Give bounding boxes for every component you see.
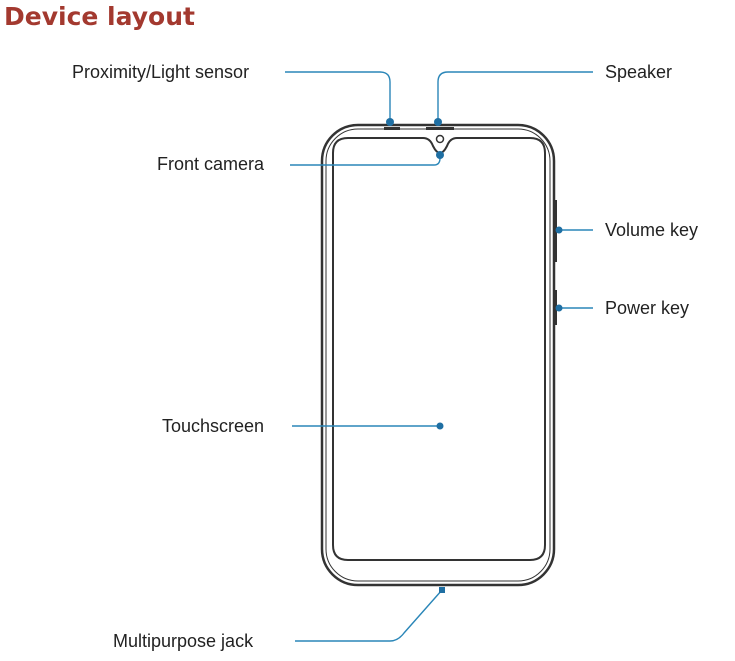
power-dot [555,304,563,312]
label-touchscreen: Touchscreen [162,416,264,436]
phone-outline [320,123,557,587]
volume-dot [555,226,563,234]
jack-dot [439,587,445,593]
page-title: Device layout [4,2,195,31]
proximity-sensor-icon [384,127,400,130]
front-camera-dot [436,151,444,159]
speaker-dot [434,118,442,126]
label-power-key: Power key [605,298,689,318]
label-front-camera: Front camera [157,154,265,174]
volume-key-shape [553,200,557,262]
label-volume-key: Volume key [605,220,698,240]
proximity-leader [285,71,391,122]
speaker-grille-icon [426,127,454,130]
speaker-leader [437,71,593,122]
jack-leader [295,589,443,642]
label-proximity: Proximity/Light sensor [72,62,249,82]
front-camera-leader [290,157,441,166]
touchscreen-dot [436,422,444,430]
power-key-shape [553,290,557,325]
label-multipurpose-jack: Multipurpose jack [113,631,254,651]
proximity-dot [386,118,394,126]
front-camera-icon [435,134,445,144]
label-speaker: Speaker [605,62,672,82]
